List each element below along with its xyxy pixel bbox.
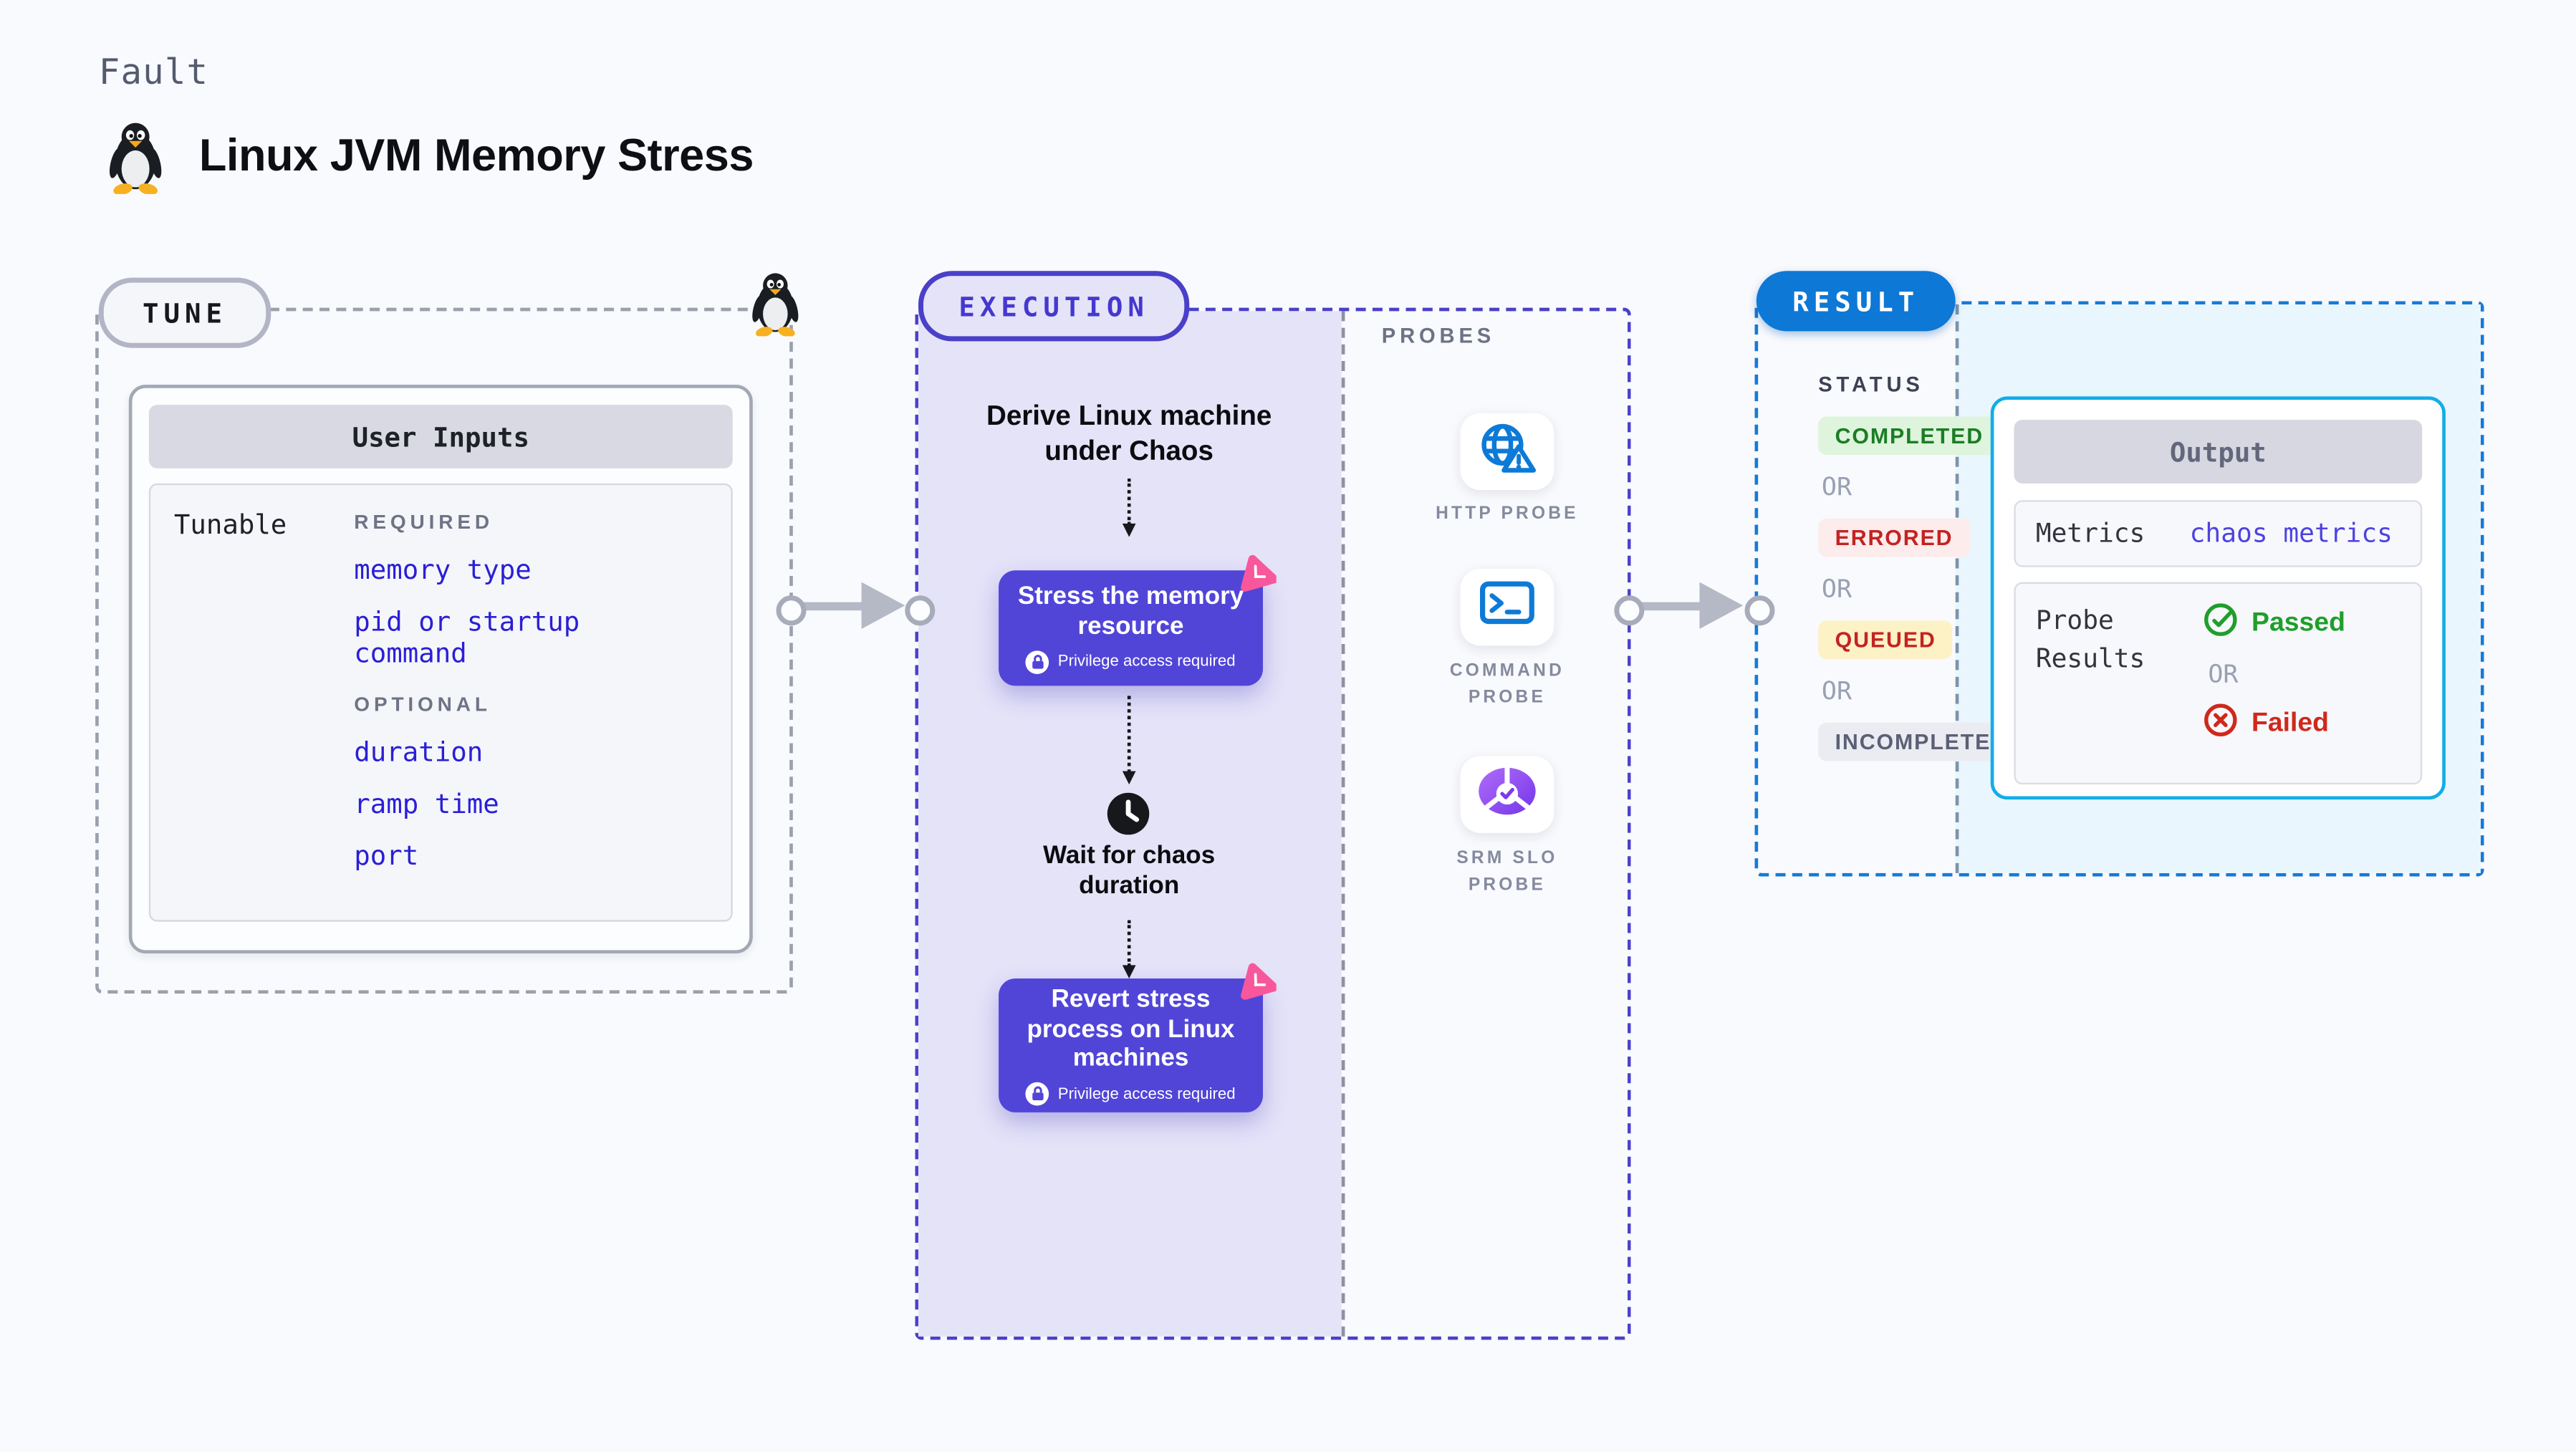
probe-card-command — [1460, 568, 1554, 646]
output-card: Output Metrics chaos metrics Probe Resul… — [1990, 396, 2446, 800]
probe-label-srm-slo: SRM SLO PROBE — [1456, 847, 1558, 895]
result-divider — [1955, 304, 1959, 873]
tune-section — [95, 307, 793, 994]
stress-step-title: Stress the memory resource — [1017, 582, 1244, 641]
or-separator: OR — [1821, 471, 1852, 502]
execution-pill: EXECUTION — [918, 271, 1190, 342]
metrics-label: Metrics — [2035, 518, 2145, 549]
connector-dot — [1744, 595, 1775, 626]
stress-step-box: Stress the memory resource Privilege acc… — [999, 570, 1264, 686]
connector-dot — [776, 595, 807, 626]
flow-connector — [1122, 696, 1136, 785]
input-duration[interactable]: duration — [354, 736, 484, 768]
probe-label-http: HTTP PROBE — [1436, 503, 1579, 524]
status-badge-completed: COMPLETED — [1818, 416, 2001, 456]
connector-dot — [1614, 595, 1645, 626]
check-circle-icon — [2203, 602, 2238, 646]
lock-icon — [1026, 1082, 1050, 1106]
result-pill: RESULT — [1756, 271, 1956, 332]
wait-step-text: Wait for chaos duration — [1043, 841, 1216, 900]
probes-label: PROBES — [1381, 324, 1496, 348]
connector-dot — [905, 595, 936, 626]
user-inputs-body: Tunable REQUIRED memory type pid or star… — [148, 483, 733, 922]
required-label: REQUIRED — [354, 510, 494, 534]
probes-divider — [1341, 311, 1345, 1337]
tune-pill: TUNE — [98, 277, 271, 348]
x-circle-icon — [2203, 703, 2238, 746]
status-badge-errored: ERRORED — [1818, 518, 1970, 557]
lock-icon — [1026, 650, 1050, 674]
or-separator: OR — [2208, 659, 2239, 690]
probe-card-http — [1460, 413, 1554, 491]
probe-label-command: COMMAND PROBE — [1449, 660, 1565, 708]
status-column: STATUS COMPLETED OR ERRORED OR QUEUED OR… — [1818, 372, 2025, 761]
page-title: Linux JVM Memory Stress — [198, 130, 754, 181]
status-badge-queued: QUEUED — [1818, 620, 1953, 660]
failed-label: Failed — [2251, 709, 2330, 738]
fault-kicker: Fault — [98, 52, 209, 92]
input-port[interactable]: port — [354, 840, 419, 872]
or-separator: OR — [1821, 573, 1852, 604]
flow-connector — [1122, 478, 1136, 537]
probe-results-row: Probe Results Passed OR — [2014, 582, 2423, 785]
linux-tux-icon — [104, 120, 168, 196]
input-pid-or-startup-command[interactable]: pid or startup command — [354, 605, 580, 670]
slo-gauge-icon — [1476, 764, 1539, 825]
user-inputs-card: User Inputs Tunable REQUIRED memory type… — [128, 385, 753, 954]
terminal-icon — [1479, 580, 1535, 635]
output-title: Output — [2014, 420, 2423, 484]
metrics-row: Metrics chaos metrics — [2014, 500, 2423, 567]
revert-step-box: Revert stress process on Linux machines … — [999, 979, 1264, 1112]
tunable-label: Tunable — [173, 508, 287, 541]
input-ramp-time[interactable]: ramp time — [354, 787, 499, 820]
input-memory-type[interactable]: memory type — [354, 553, 532, 586]
user-inputs-title: User Inputs — [148, 405, 733, 468]
globe-alert-icon — [1477, 420, 1537, 482]
flow-connector — [1122, 920, 1136, 979]
optional-label: OPTIONAL — [354, 692, 491, 716]
status-badge-incompleted: INCOMPLETED — [1818, 722, 2025, 761]
chaos-icon — [1236, 960, 1279, 1000]
chaos-metrics-link[interactable]: chaos metrics — [2189, 518, 2393, 549]
privilege-note: Privilege access required — [1057, 1085, 1236, 1104]
wait-clock-icon — [1106, 792, 1151, 837]
probe-card-srm-slo — [1460, 756, 1554, 833]
status-label: STATUS — [1818, 372, 1924, 397]
probe-results-label: Probe Results — [2035, 605, 2145, 675]
or-separator: OR — [1821, 675, 1852, 706]
revert-step-title: Revert stress process on Linux machines — [1027, 985, 1235, 1073]
privilege-note: Privilege access required — [1057, 653, 1236, 671]
derive-step-text: Derive Linux machine under Chaos — [986, 401, 1272, 466]
tux-marker-icon — [748, 271, 803, 337]
chaos-icon — [1236, 552, 1279, 592]
passed-label: Passed — [2251, 608, 2345, 638]
